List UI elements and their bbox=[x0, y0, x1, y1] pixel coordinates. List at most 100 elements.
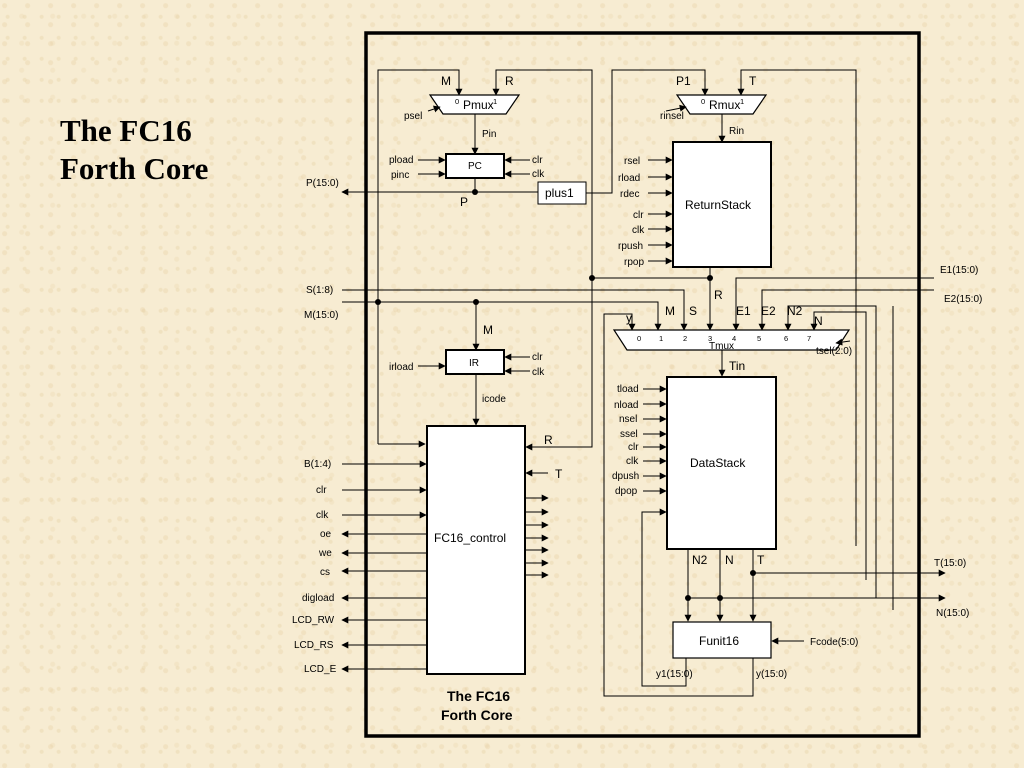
sig-p15: P(15:0) bbox=[306, 178, 339, 189]
sig-rsel: rsel bbox=[624, 156, 640, 167]
sig-rpop: rpop bbox=[624, 257, 644, 268]
sig-e1-tmux: E1 bbox=[736, 304, 751, 318]
sig-rs-clk: clk bbox=[632, 225, 645, 236]
wire-psel bbox=[427, 105, 441, 113]
sig-dpop: dpop bbox=[615, 486, 638, 497]
sig-r-tmux: R bbox=[714, 288, 723, 302]
sig-pinc: pinc bbox=[391, 170, 409, 181]
sig-lcd-rw: LCD_RW bbox=[292, 615, 335, 626]
diagram-caption-line1: The FC16 bbox=[447, 688, 510, 704]
sig-n15: N(15:0) bbox=[936, 608, 969, 619]
sig-pc-clk: clk bbox=[532, 169, 545, 180]
sig-tload: tload bbox=[617, 384, 639, 395]
funit-block bbox=[672, 621, 772, 659]
sig-t-rmux: T bbox=[749, 74, 757, 88]
sig-lcd-e: LCD_E bbox=[304, 664, 337, 675]
sig-p: P bbox=[460, 195, 468, 209]
sig-y-out: y(15:0) bbox=[756, 669, 787, 680]
returnstack-block bbox=[672, 141, 772, 268]
tmux-input-4: 4 bbox=[732, 334, 736, 343]
sig-n-tmux: N bbox=[814, 314, 823, 328]
tmux-input-2: 2 bbox=[683, 334, 687, 343]
sig-cs: cs bbox=[320, 567, 330, 578]
sig-s-tmux: S bbox=[689, 304, 697, 318]
sig-y-tmux: y bbox=[626, 311, 632, 325]
ir-label: IR bbox=[469, 358, 479, 369]
funit-label: Funit16 bbox=[699, 634, 739, 648]
sig-rin: Rin bbox=[729, 126, 744, 137]
sig-y1-out: y1(15:0) bbox=[656, 669, 693, 680]
returnstack-label: ReturnStack bbox=[685, 198, 752, 212]
pmux-input-1: 1 bbox=[493, 97, 497, 106]
rmux-label: Rmux bbox=[709, 98, 740, 112]
sig-nload: nload bbox=[614, 400, 638, 411]
rmux-input-0: 0 bbox=[701, 97, 705, 106]
sig-m-ir: M bbox=[483, 323, 493, 337]
plus1-label: plus1 bbox=[545, 186, 574, 200]
sig-r-control: R bbox=[544, 433, 553, 447]
sig-dpush: dpush bbox=[612, 471, 639, 482]
pc-label: PC bbox=[468, 161, 482, 172]
sig-r-pmux: R bbox=[505, 74, 514, 88]
sig-irload: irload bbox=[389, 362, 413, 373]
sig-n2-tmux: N2 bbox=[787, 304, 803, 318]
sig-rdec: rdec bbox=[620, 189, 639, 200]
slide-title-line1: The FC16 bbox=[60, 113, 192, 148]
core-frame bbox=[364, 31, 921, 738]
tmux-input-6: 6 bbox=[784, 334, 788, 343]
tmux-input-0: 0 bbox=[637, 334, 641, 343]
sig-rload: rload bbox=[618, 173, 640, 184]
wire-pmux-r-in bbox=[492, 69, 593, 378]
sig-pload: pload bbox=[389, 155, 413, 166]
datastack-label: DataStack bbox=[690, 456, 746, 470]
sig-t-ds: T bbox=[757, 553, 765, 567]
sig-ssel: ssel bbox=[620, 429, 638, 440]
sig-psel: psel bbox=[404, 111, 422, 122]
sig-ds-clk: clk bbox=[626, 456, 639, 467]
sig-fcode: Fcode(5:0) bbox=[810, 637, 858, 648]
sig-tin: Tin bbox=[729, 359, 745, 373]
control-label: FC16_control bbox=[434, 531, 506, 545]
sig-ds-clr: clr bbox=[628, 442, 639, 453]
tmux-block bbox=[612, 329, 851, 351]
sig-nsel: nsel bbox=[619, 414, 637, 425]
sig-digload: digload bbox=[302, 593, 334, 604]
sig-oe: oe bbox=[320, 529, 332, 540]
diagram-caption-line2: Forth Core bbox=[441, 707, 513, 723]
rmux-input-1: 1 bbox=[740, 97, 744, 106]
control-block bbox=[426, 425, 526, 675]
datastack-block bbox=[666, 376, 777, 550]
sig-e2-bus: E2(15:0) bbox=[944, 294, 982, 305]
sig-ir-clr: clr bbox=[532, 352, 543, 363]
sig-t-control: T bbox=[555, 467, 563, 481]
slide-title-line2: Forth Core bbox=[60, 151, 209, 186]
tmux-input-5: 5 bbox=[757, 334, 761, 343]
tmux-input-7: 7 bbox=[807, 334, 811, 343]
sig-s18: S(1:8) bbox=[306, 285, 333, 296]
sig-b14: B(1:4) bbox=[304, 459, 331, 470]
sig-rpush: rpush bbox=[618, 241, 643, 252]
wire-m-to-pmux bbox=[377, 69, 463, 444]
tmux-input-3: 3 bbox=[708, 334, 712, 343]
pc-block bbox=[445, 153, 505, 179]
pmux-label: Pmux bbox=[463, 98, 494, 112]
sig-m-tmux: M bbox=[665, 304, 675, 318]
sig-m-pmux: M bbox=[441, 74, 451, 88]
sig-pc-clr: clr bbox=[532, 155, 543, 166]
sig-t15: T(15:0) bbox=[934, 558, 966, 569]
sig-e2-tmux: E2 bbox=[761, 304, 776, 318]
sig-m15: M(15:0) bbox=[304, 310, 338, 321]
ir-block bbox=[445, 349, 505, 375]
sig-p1: P1 bbox=[676, 74, 691, 88]
sig-we: we bbox=[318, 548, 332, 559]
slide-title: The FC16 Forth Core bbox=[60, 112, 320, 188]
sig-rinsel: rinsel bbox=[660, 111, 684, 122]
sig-tsel: tsel(2:0) bbox=[816, 346, 852, 357]
sig-ctl-clr: clr bbox=[316, 485, 327, 496]
sig-n-ds: N bbox=[725, 553, 734, 567]
sig-n2-ds: N2 bbox=[692, 553, 708, 567]
tmux-label: Tmux bbox=[709, 341, 734, 352]
sig-pin: Pin bbox=[482, 129, 496, 140]
sig-ctl-clk: clk bbox=[316, 510, 329, 521]
